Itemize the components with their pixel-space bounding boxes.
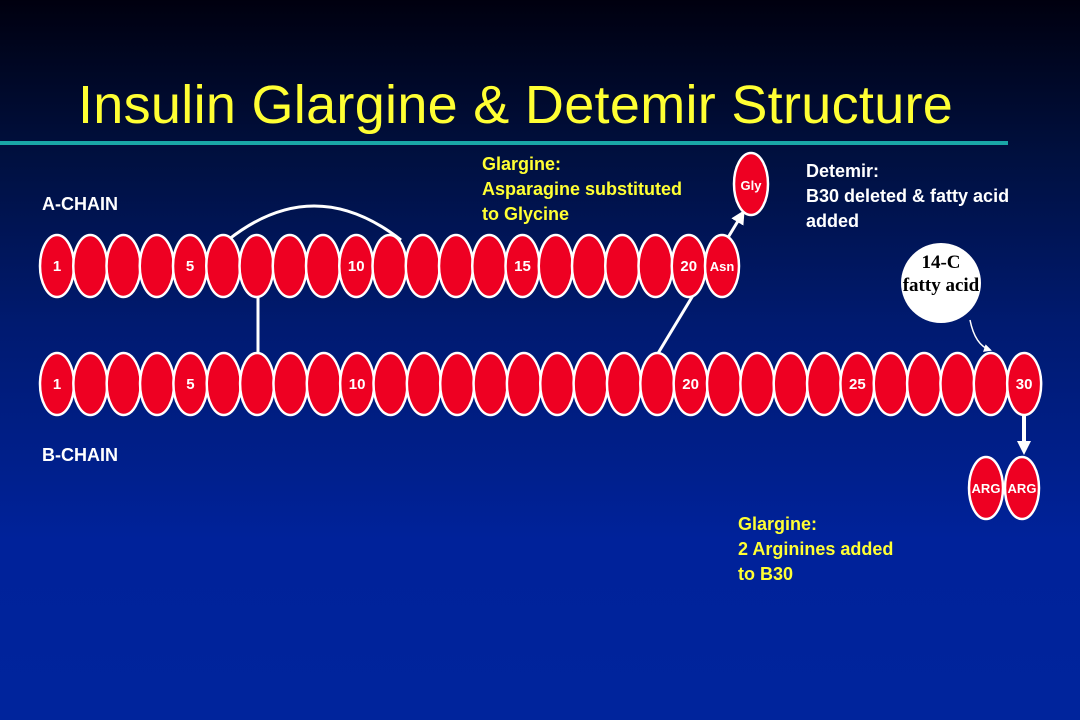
residue [272, 351, 309, 417]
residue [772, 351, 809, 417]
svg-text:1: 1 [53, 376, 61, 393]
residue: 5 [171, 233, 209, 299]
residue [539, 351, 576, 417]
detemir-heading: Detemir: [806, 161, 880, 181]
residue [537, 233, 574, 299]
residue: 5 [172, 351, 209, 417]
residue: 25 [839, 351, 876, 417]
svg-text:14-C: 14-C [921, 252, 960, 273]
svg-text:ARG: ARG [1008, 481, 1037, 496]
residue [238, 233, 275, 299]
svg-text:5: 5 [186, 376, 194, 393]
residue [105, 233, 142, 299]
residue [404, 233, 441, 299]
glargine-b30-note: Glargine: 2 Arginines added to B30 [738, 512, 893, 587]
residue [972, 351, 1010, 417]
residue [739, 351, 776, 417]
residue [438, 351, 476, 417]
residue: Asn [703, 233, 741, 299]
residue: 10 [338, 233, 375, 299]
residue: 20 [672, 351, 709, 417]
residue: 30 [1005, 351, 1043, 417]
residue [205, 351, 242, 417]
svg-text:Gly: Gly [741, 178, 763, 193]
residue: 20 [670, 233, 707, 299]
fatty-acid-bubble: 14-C fatty acid [901, 243, 981, 323]
residue [72, 351, 109, 417]
arg-residue: ARG [1003, 455, 1041, 521]
b-chain: 1 5 10 20 25 30 [38, 351, 1043, 417]
svg-text:25: 25 [849, 376, 866, 393]
gly-residue: Gly [732, 151, 770, 217]
detemir-note: Detemir: B30 deleted & fatty acid added [806, 159, 1009, 234]
residue [138, 351, 176, 417]
residue [472, 351, 509, 417]
residue: 15 [504, 233, 541, 299]
glargine-b30-line1: 2 Arginines added [738, 539, 894, 559]
residue [271, 233, 308, 299]
residue [570, 233, 608, 299]
residue [305, 351, 343, 417]
residue [505, 351, 543, 417]
svg-text:30: 30 [1016, 376, 1033, 393]
glargine-a21-line1: Asparagine substituted [482, 179, 683, 199]
detemir-line1: B30 deleted & fatty acid [806, 186, 1010, 206]
glargine-a21-line2: to Glycine [482, 204, 570, 224]
slide-title: Insulin Glargine & Detemir Structure [78, 75, 954, 135]
residue: 10 [338, 351, 376, 417]
residue [639, 351, 676, 417]
residue [72, 233, 109, 299]
b-chain-label: B-CHAIN [42, 445, 118, 465]
svg-text:ARG: ARG [972, 481, 1001, 496]
residue [105, 351, 142, 417]
a-chain-label: A-CHAIN [42, 194, 118, 214]
fatty-acid-arrow [969, 319, 992, 352]
glargine-b30-heading: Glargine: [738, 514, 818, 534]
svg-text:10: 10 [349, 376, 366, 393]
title-divider [0, 141, 1008, 145]
residue [705, 351, 743, 417]
residue [471, 233, 508, 299]
residue [805, 351, 843, 417]
residue [572, 351, 609, 417]
svg-text:15: 15 [514, 258, 531, 275]
arg-residue: ARG [967, 455, 1005, 521]
glargine-a21-heading: Glargine: [482, 154, 562, 174]
detemir-line2: added [806, 211, 860, 231]
residue [604, 233, 641, 299]
svg-text:5: 5 [186, 258, 194, 275]
residue [405, 351, 443, 417]
residue [905, 351, 943, 417]
svg-text:20: 20 [680, 258, 697, 275]
glargine-a21-note: Glargine: Asparagine substituted to Glyc… [482, 152, 682, 227]
residue: 1 [38, 351, 76, 417]
residue [238, 351, 276, 417]
residue: 1 [38, 233, 76, 299]
svg-text:20: 20 [682, 376, 699, 393]
svg-text:10: 10 [348, 258, 365, 275]
residue [372, 351, 409, 417]
a6-a11-disulfide-bond [227, 204, 402, 242]
residue [872, 351, 909, 417]
residue [637, 233, 674, 299]
residue [205, 233, 242, 299]
residue [605, 351, 643, 417]
residue [939, 351, 976, 417]
residue [371, 233, 408, 299]
residue [138, 233, 175, 299]
residue [304, 233, 342, 299]
svg-text:fatty acid: fatty acid [903, 275, 980, 296]
svg-text:1: 1 [53, 258, 61, 275]
residue [437, 233, 475, 299]
glargine-b30-line2: to B30 [738, 564, 794, 584]
svg-text:Asn: Asn [710, 259, 735, 274]
